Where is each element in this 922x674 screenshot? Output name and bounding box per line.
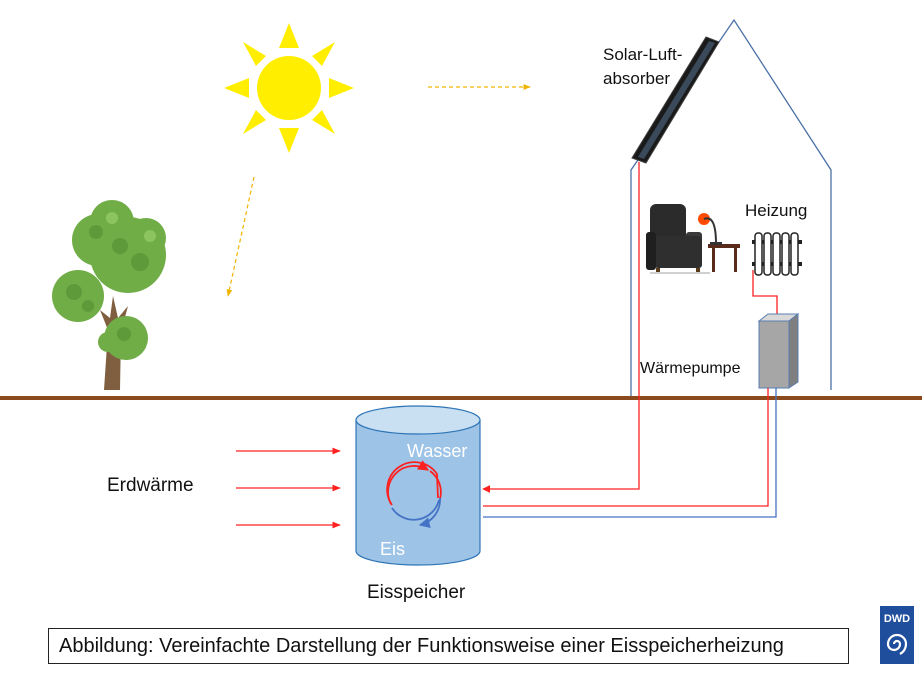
house-outline	[630, 18, 832, 396]
heating-pipe	[752, 270, 778, 318]
cooling-cycle-arc-right	[418, 497, 441, 529]
sun-icon	[224, 23, 354, 153]
warming-cycle-arc-right	[429, 470, 442, 500]
solar-air-absorber	[631, 36, 720, 164]
label-absorber-line1: Solar-Luft-	[603, 45, 682, 64]
radiator-icon	[752, 232, 802, 276]
absorber-supply-pipe	[482, 162, 640, 493]
label-water: Wasser	[407, 441, 467, 461]
caption-text: Abbildung: Vereinfachte Darstellung der …	[59, 634, 784, 657]
dwd-logo-text: DWD	[884, 613, 910, 625]
sun-ray-arrow-to-ground	[226, 176, 255, 297]
dwd-swirl-icon	[886, 633, 908, 655]
ice-storage-tank	[355, 405, 481, 566]
heat-pump-unit	[757, 312, 800, 389]
label-geothermal: Erdwärme	[107, 475, 194, 496]
heat-pump-cold-pipe	[483, 388, 777, 518]
label-ice: Eis	[380, 539, 405, 559]
cooling-cycle-arc	[391, 499, 440, 521]
label-storage: Eisspeicher	[367, 582, 466, 603]
warming-cycle-arc	[387, 460, 429, 505]
tree-icon	[52, 200, 166, 390]
armchair-icon	[646, 204, 710, 274]
side-table-icon	[708, 244, 740, 272]
heat-pump-warm-pipe	[483, 388, 769, 507]
caption-box: Abbildung: Vereinfachte Darstellung der …	[48, 628, 849, 664]
label-absorber-line2: absorber	[603, 69, 670, 88]
label-heat-pump: Wärmepumpe	[640, 360, 741, 377]
ground-line	[0, 396, 922, 400]
lamp-icon	[698, 213, 722, 245]
dwd-logo: DWD	[880, 606, 914, 664]
label-heating: Heizung	[745, 201, 807, 220]
